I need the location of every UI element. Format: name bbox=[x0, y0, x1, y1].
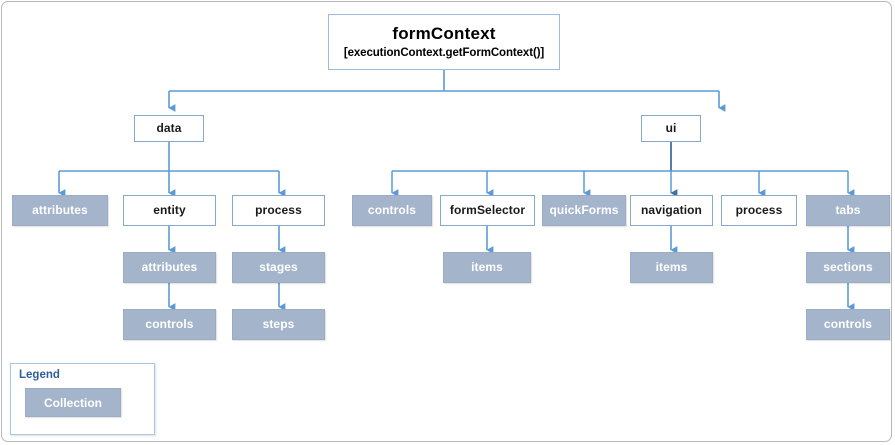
node-ui[interactable]: ui bbox=[641, 115, 701, 142]
node-navigation-items[interactable]: items bbox=[630, 252, 713, 283]
node-data-label: data bbox=[156, 120, 182, 135]
node-process-steps-label: steps bbox=[262, 316, 295, 331]
node-data-process-label: process bbox=[255, 202, 302, 217]
node-process-stages-label: stages bbox=[259, 259, 298, 274]
node-data-attributes[interactable]: attributes bbox=[12, 195, 108, 226]
node-ui-controls-label: controls bbox=[367, 202, 417, 217]
legend-title: Legend bbox=[19, 369, 60, 381]
node-ui-formselector[interactable]: formSelector bbox=[440, 195, 535, 226]
connector-root-bus bbox=[169, 70, 719, 92]
node-data-entity[interactable]: entity bbox=[123, 195, 216, 226]
node-formselector-items[interactable]: items bbox=[443, 252, 531, 283]
connector-data-bus bbox=[59, 142, 279, 172]
node-ui-label: ui bbox=[665, 120, 677, 135]
node-ui-process[interactable]: process bbox=[721, 195, 797, 226]
node-ui-navigation-label: navigation bbox=[640, 202, 702, 217]
node-ui-controls[interactable]: controls bbox=[352, 195, 432, 226]
node-entity-controls-label: controls bbox=[145, 316, 194, 331]
node-ui-tabs-label: tabs bbox=[835, 202, 861, 217]
node-tabs-sections-label: sections bbox=[823, 259, 873, 274]
node-ui-process-label: process bbox=[735, 202, 783, 217]
node-ui-quickforms-label: quickForms bbox=[549, 202, 619, 217]
node-ui-tabs[interactable]: tabs bbox=[806, 195, 890, 226]
node-data-attributes-label: attributes bbox=[32, 202, 88, 217]
connector-ui-children bbox=[391, 171, 855, 197]
node-ui-navigation[interactable]: navigation bbox=[630, 195, 713, 226]
legend-collection-label: Collection bbox=[43, 395, 102, 410]
node-tabs-controls-label: controls bbox=[823, 316, 873, 331]
node-entity-attributes-label: attributes bbox=[141, 259, 198, 274]
node-tabs-sections[interactable]: sections bbox=[806, 252, 890, 283]
node-data-process[interactable]: process bbox=[232, 195, 325, 226]
node-ui-quickforms[interactable]: quickForms bbox=[542, 195, 626, 226]
legend-box: Legend Collection bbox=[10, 363, 155, 435]
node-entity-controls[interactable]: controls bbox=[123, 309, 216, 340]
node-entity-attributes[interactable]: attributes bbox=[123, 252, 216, 283]
node-formcontext[interactable]: formContext [executionContext.getFormCon… bbox=[328, 14, 560, 70]
node-data-entity-label: entity bbox=[153, 202, 186, 217]
connector-data-children bbox=[58, 171, 286, 197]
node-process-steps[interactable]: steps bbox=[232, 309, 325, 340]
node-formcontext-subtitle: [executionContext.getFormContext()] bbox=[343, 46, 545, 59]
node-process-stages[interactable]: stages bbox=[232, 252, 325, 283]
node-tabs-controls[interactable]: controls bbox=[806, 309, 890, 340]
node-data[interactable]: data bbox=[134, 115, 204, 142]
node-formselector-items-label: items bbox=[471, 259, 503, 274]
legend-collection-swatch: Collection bbox=[25, 388, 121, 417]
node-ui-formselector-label: formSelector bbox=[449, 202, 526, 217]
node-navigation-items-label: items bbox=[655, 259, 688, 274]
node-formcontext-title: formContext bbox=[392, 24, 496, 44]
